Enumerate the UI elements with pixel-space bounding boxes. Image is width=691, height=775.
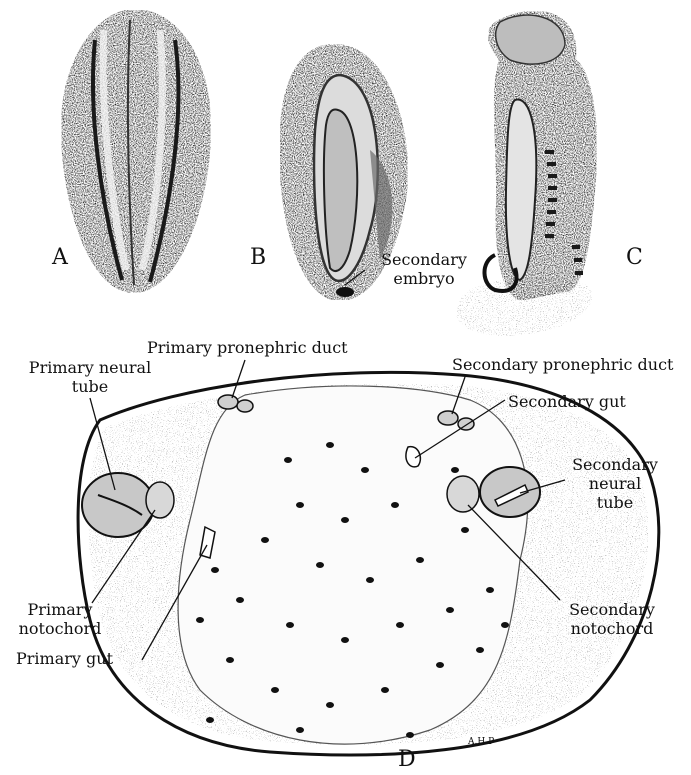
label-secondary-neural-tube-line2: neural: [560, 474, 670, 493]
label-secondary-neural-tube-line3: tube: [560, 493, 670, 512]
label-primary-notochord: Primary notochord: [10, 600, 110, 638]
label-secondary-notochord-line2: notochord: [557, 619, 667, 638]
label-secondary-neural-tube: Secondary neural tube: [560, 455, 670, 512]
primary-notochord-shape: [146, 482, 174, 518]
label-primary-notochord-line2: notochord: [10, 619, 110, 638]
label-secondary-neural-tube-line1: Secondary: [560, 455, 670, 474]
label-primary-neural-tube: Primary neural tube: [20, 358, 160, 396]
label-secondary-embryo-line1: Secondary: [364, 250, 484, 269]
label-primary-neural-tube-line1: Primary neural: [20, 358, 160, 377]
panel-label-d: D: [398, 748, 416, 772]
artist-signature: A.H.P: [468, 737, 494, 747]
panel-label-b: B: [250, 246, 266, 270]
panel-label-a: A: [52, 246, 68, 270]
secondary-gut-shape: [406, 447, 420, 467]
label-primary-notochord-line1: Primary: [10, 600, 110, 619]
cross-section-d-drawing: [78, 372, 659, 755]
panel-label-c: C: [626, 246, 643, 270]
label-secondary-notochord: Secondary notochord: [557, 600, 667, 638]
label-secondary-gut: Secondary gut: [508, 392, 626, 411]
label-primary-pronephric-duct: Primary pronephric duct: [147, 338, 348, 357]
secondary-neural-tube-shape: [480, 467, 540, 517]
label-secondary-embryo: Secondary embryo: [364, 250, 484, 288]
label-secondary-embryo-line2: embryo: [364, 269, 484, 288]
label-secondary-pronephric-duct: Secondary pronephric duct: [452, 355, 673, 374]
secondary-notochord-shape: [447, 476, 479, 512]
label-primary-neural-tube-line2: tube: [20, 377, 160, 396]
embryo-a-drawing: [62, 10, 210, 292]
label-secondary-notochord-line1: Secondary: [557, 600, 667, 619]
label-primary-gut: Primary gut: [16, 649, 113, 668]
